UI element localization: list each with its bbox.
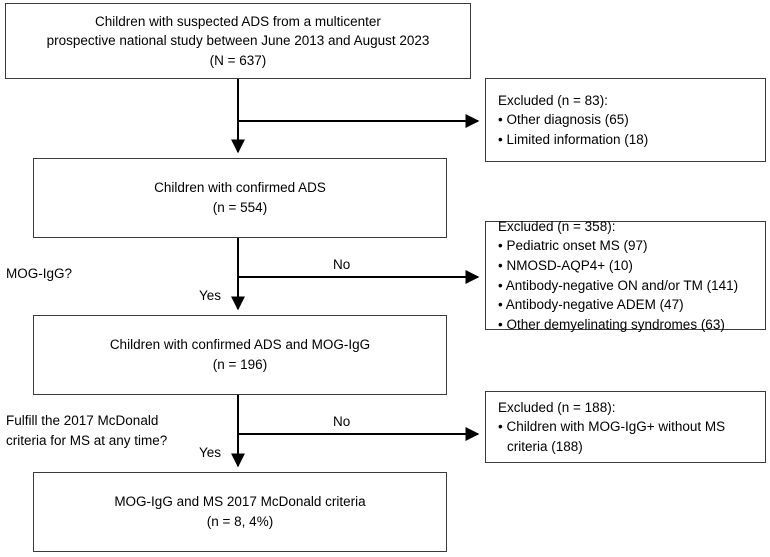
node-ads-and-mog: Children with confirmed ADS and MOG-IgG …	[33, 315, 447, 395]
excluded-2-item-2: • Antibody-negative ON and/or TM (141)	[498, 277, 739, 293]
edge-label-yes-1: Yes	[199, 288, 222, 303]
excluded-2-item-0: • Pediatric onset MS (97)	[498, 238, 648, 254]
node-mog-and-ms-criteria-count: (n = 8, 4%)	[206, 514, 274, 529]
excluded-3-item-0: • Children with MOG-IgG+ without MS crit…	[498, 419, 726, 454]
node-confirmed-ads-line1: Children with confirmed ADS	[154, 180, 326, 196]
excluded-1-item-1: • Limited information (18)	[498, 131, 649, 147]
excluded-1-header: Excluded (n = 83):	[498, 92, 608, 108]
excluded-3-header: Excluded (n = 188):	[498, 399, 616, 415]
excluded-2-item-4: • Other demyelinating syndromes (63)	[498, 316, 725, 332]
node-excluded-3: Excluded (n = 188): • Children with MOG-…	[485, 391, 766, 463]
node-mog-and-ms-criteria: MOG-IgG and MS 2017 McDonald criteria (n…	[33, 472, 447, 552]
excluded-1-item-0: • Other diagnosis (65)	[498, 112, 629, 128]
node-suspected-ads-count: (N = 637)	[209, 52, 267, 68]
edge-label-yes-2: Yes	[199, 445, 222, 460]
question-mcdonald-criteria: Fulfill the 2017 McDonald criteria for M…	[6, 413, 168, 448]
excluded-2-item-1: • NMOSD-AQP4+ (10)	[498, 257, 633, 273]
node-mog-and-ms-criteria-line1: MOG-IgG and MS 2017 McDonald criteria	[114, 494, 366, 510]
node-confirmed-ads-count: (n = 554)	[212, 200, 268, 215]
node-excluded-2: Excluded (n = 358): • Pediatric onset MS…	[485, 218, 766, 332]
node-suspected-ads: Children with suspected ADS from a multi…	[5, 3, 471, 79]
question-mog-igg: MOG-IgG?	[6, 266, 73, 281]
node-suspected-ads-line1: Children with suspected ADS from a multi…	[95, 13, 381, 29]
edge-label-no-1: No	[333, 257, 351, 272]
node-ads-and-mog-count: (n = 196)	[212, 357, 268, 372]
node-excluded-1: Excluded (n = 83): • Other diagnosis (65…	[485, 78, 766, 162]
excluded-2-header: Excluded (n = 358):	[498, 218, 616, 234]
excluded-2-item-3: • Antibody-negative ADEM (47)	[498, 297, 684, 313]
node-ads-and-mog-line1: Children with confirmed ADS and MOG-IgG	[109, 337, 371, 353]
node-suspected-ads-line2: prospective national study between June …	[46, 33, 430, 49]
edge-label-no-2: No	[333, 414, 351, 429]
node-confirmed-ads: Children with confirmed ADS (n = 554)	[33, 158, 447, 238]
